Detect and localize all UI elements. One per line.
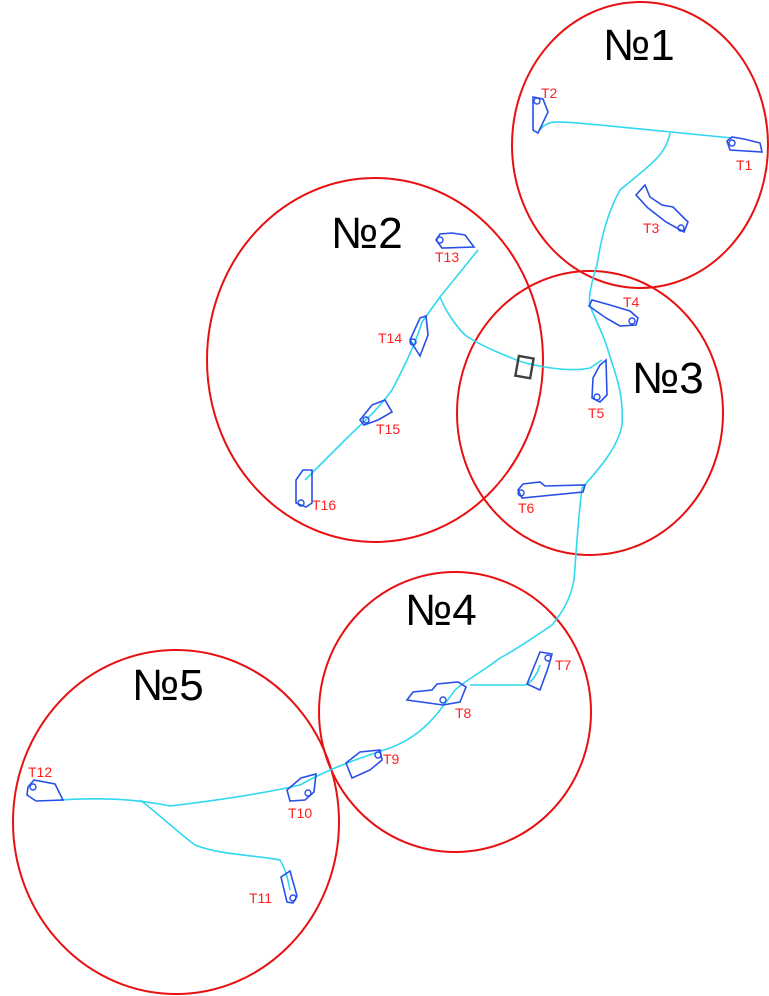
zone-label-3: №3 (632, 354, 704, 403)
cable-t7-branch (470, 664, 541, 686)
pole-label-t2: T2 (541, 85, 558, 101)
pole-t15-icon (358, 399, 394, 426)
poles (26, 96, 764, 904)
zone-circle-2 (206, 177, 544, 543)
pole-labels: T1 T2 T3 T4 T5 T6 T7 T8 T9 T10 T11 T12 T… (28, 85, 753, 906)
pole-label-t14: T14 (378, 330, 402, 346)
pole-t16-icon (295, 469, 313, 508)
pole-label-t15: T15 (376, 421, 400, 437)
pole-label-t1: T1 (736, 157, 753, 173)
zone-label-5: №5 (132, 661, 204, 710)
zone-circle-5 (12, 649, 340, 995)
pole-label-t9: T9 (383, 751, 400, 767)
pole-label-t6: T6 (518, 500, 535, 516)
pole-t14-icon (409, 314, 429, 358)
pole-t5-icon (591, 358, 608, 403)
pole-label-t8: T8 (455, 705, 472, 721)
substation-icon (513, 354, 536, 380)
pole-t10-icon (286, 772, 317, 802)
cable-trunk-lower (59, 624, 553, 807)
zone-label-2: №2 (331, 209, 403, 258)
cable-zone2-branch (439, 249, 603, 371)
pole-t9-icon (345, 749, 383, 780)
pole-label-t4: T4 (623, 294, 640, 310)
pole-t1-icon (726, 136, 764, 153)
pole-label-t10: T10 (288, 805, 312, 821)
cable-network (59, 121, 733, 891)
cable-trunk-main (551, 132, 671, 626)
pole-label-t5: T5 (588, 405, 605, 421)
pole-label-t12: T12 (28, 764, 52, 780)
pole-t13-icon (435, 232, 476, 249)
pole-t12-icon (26, 779, 65, 802)
pole-label-t7: T7 (555, 657, 572, 673)
pole-label-t13: T13 (435, 249, 459, 265)
zone-label-4: №4 (405, 586, 477, 635)
zone-label-1: №1 (603, 21, 675, 70)
pole-t7-icon (525, 651, 554, 692)
pole-label-t11: T11 (249, 890, 272, 906)
cable-t11-branch (139, 799, 291, 891)
pole-label-t3: T3 (643, 220, 660, 236)
zone-circle-1 (511, 1, 769, 289)
pole-t4-icon (587, 299, 639, 327)
pole-t2-icon (532, 96, 549, 135)
zone-labels: №1 №2 №3 №4 №5 (132, 21, 704, 710)
zones (12, 1, 769, 995)
pole-t6-icon (517, 481, 587, 499)
pole-t8-icon (405, 681, 467, 706)
pole-t11-icon (280, 869, 298, 904)
pole-label-t16: T16 (312, 497, 336, 513)
cable-t2-t1 (539, 121, 733, 139)
zone-circle-4 (318, 571, 592, 853)
zone-circle-3 (456, 270, 724, 556)
cable-t14-t16 (304, 296, 441, 481)
pole-t3-icon (634, 183, 689, 234)
